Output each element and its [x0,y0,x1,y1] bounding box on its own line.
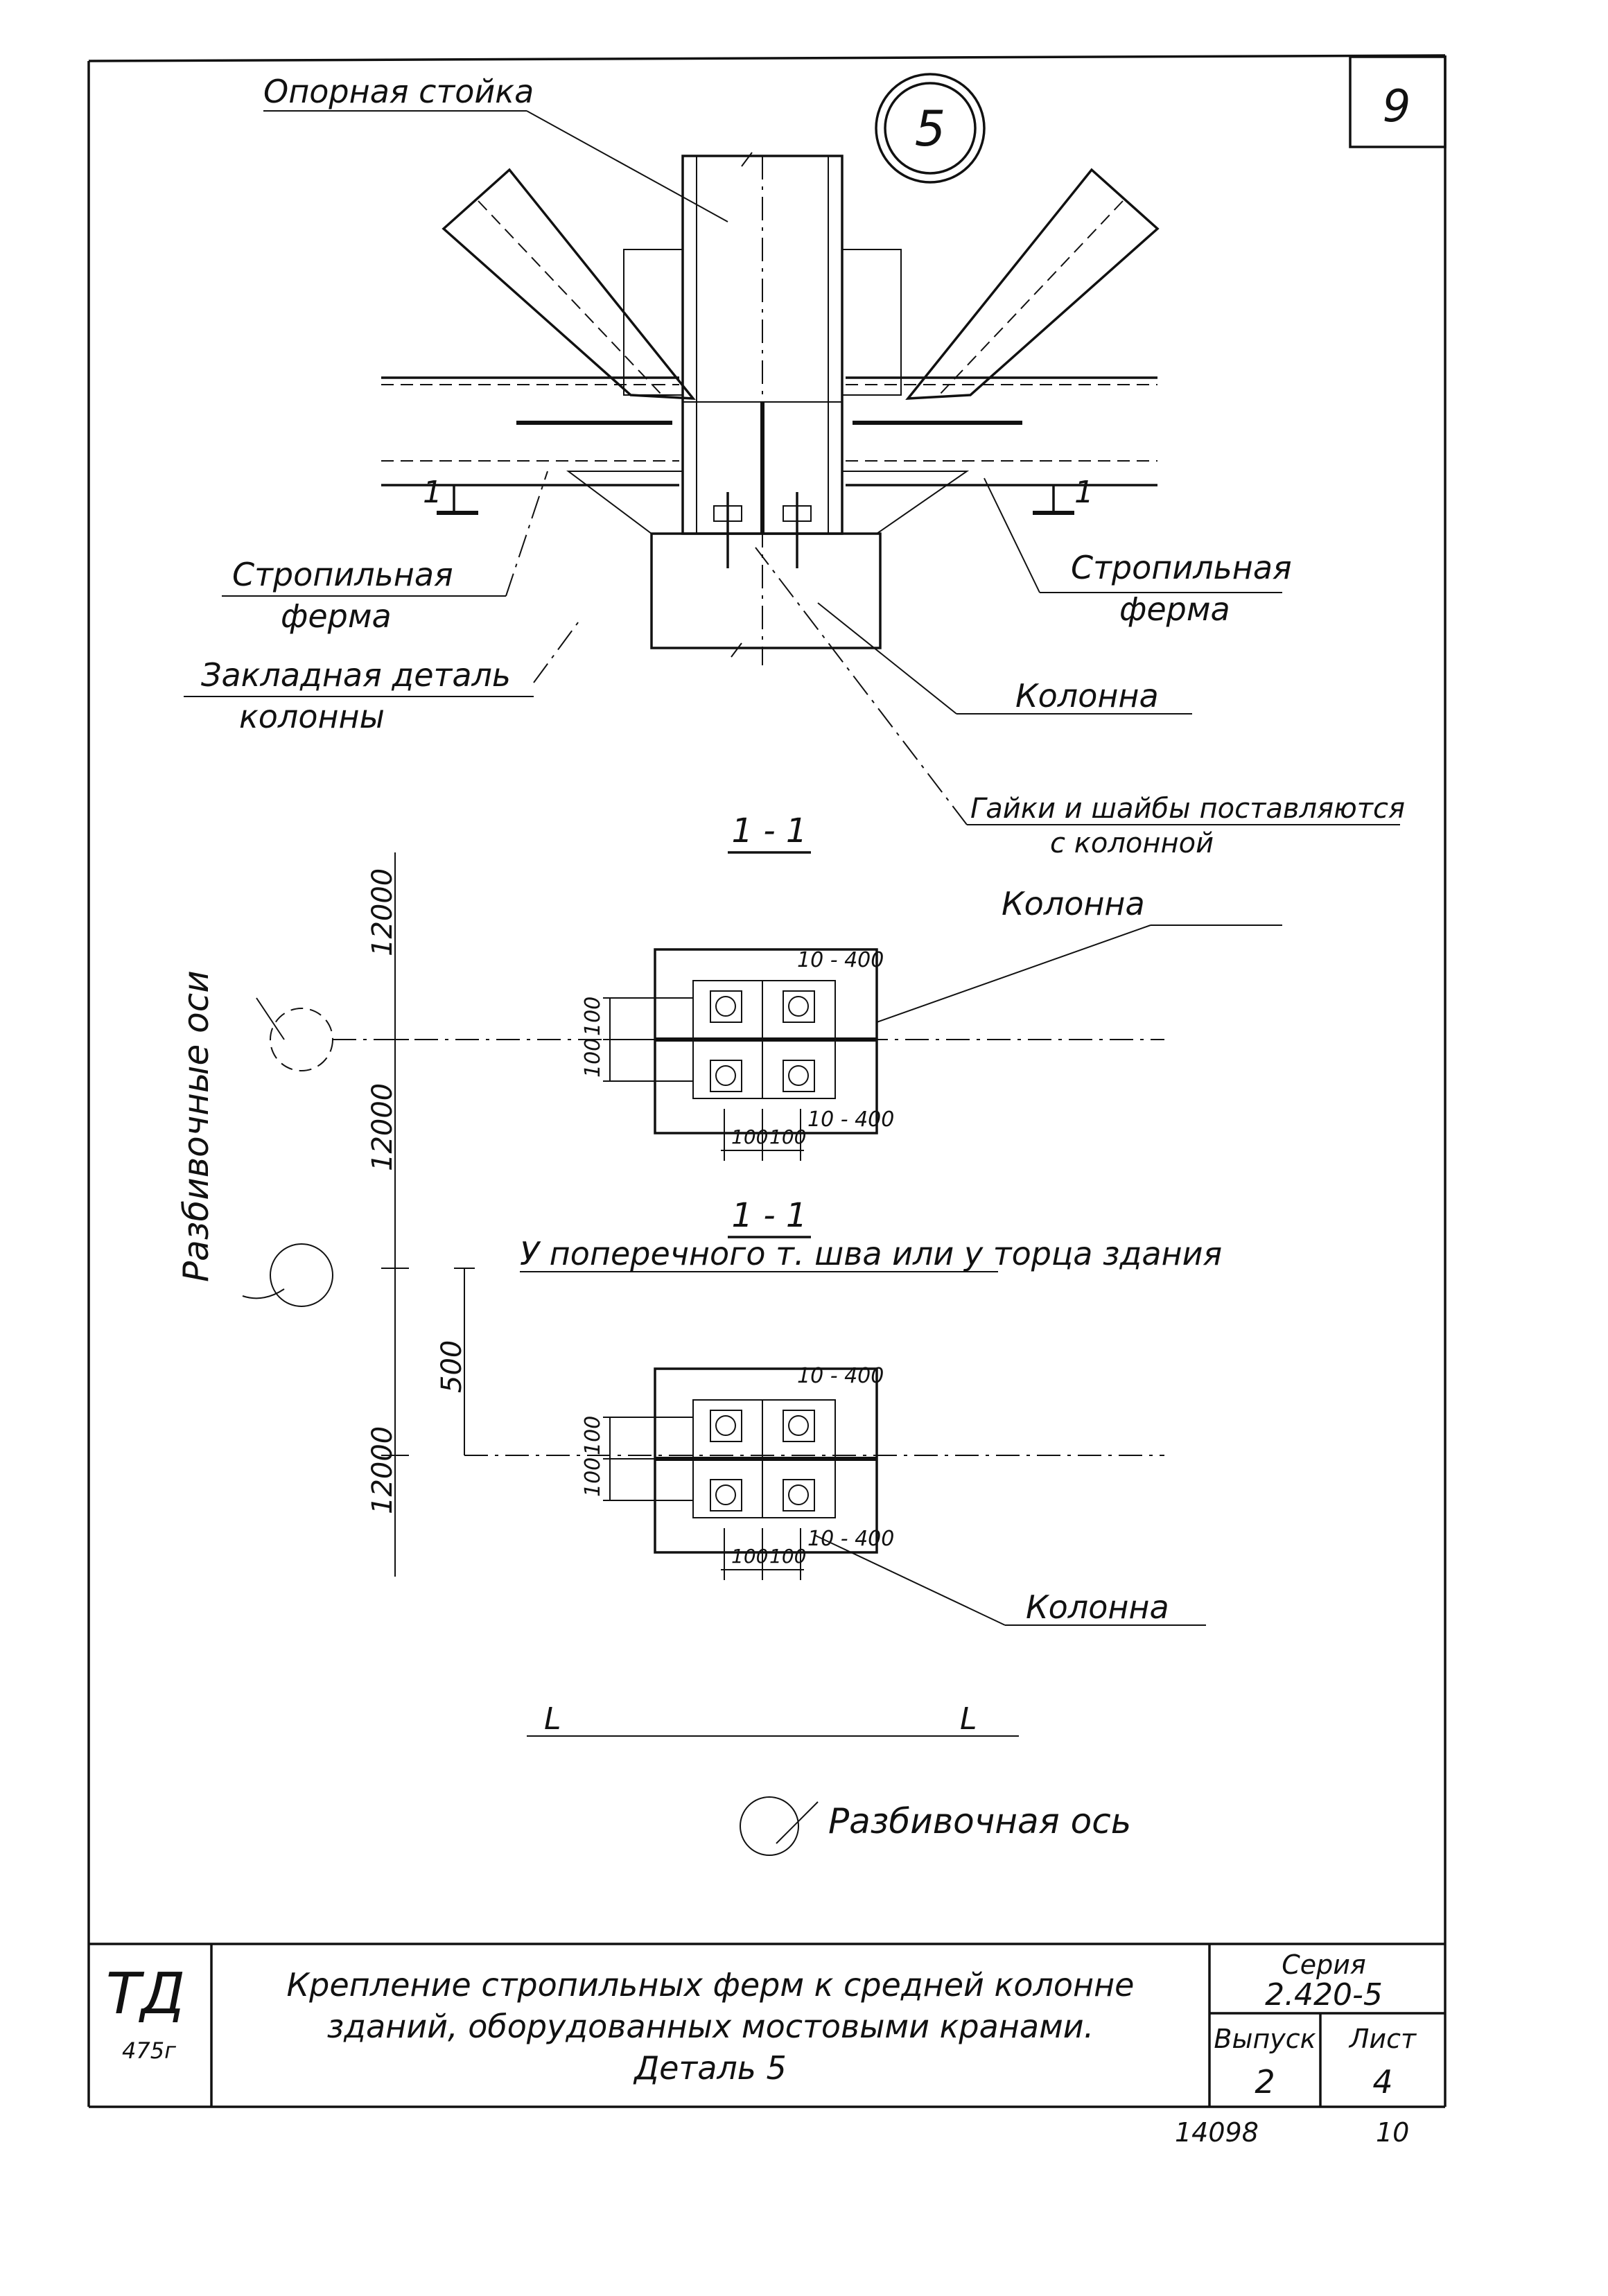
bottom-number: 14098 [1175,2117,1259,2148]
dim-100-s1: 100 [581,997,605,1036]
weld-s1-top: 10 - 400 [797,948,884,972]
dim-100-s2: 100 [581,1416,605,1455]
issue-value: 2 [1255,2063,1275,2101]
weld-s1-bottom: 10 - 400 [807,1107,894,1132]
label-nuts-2: с колонной [1050,827,1214,859]
dim-100-s1c: 100 [731,1125,768,1148]
label-column-s2: Колонна [1026,1588,1169,1626]
detail-marker [875,73,986,184]
dim-100-s1b: 100 [581,1038,605,1078]
top-view-drawing [184,110,1400,825]
l-mark-left: L [544,1701,561,1737]
title-line-3: Деталь 5 [633,2049,787,2087]
label-embedded-1: Закладная деталь [201,656,511,694]
section-mark-left: 1 [423,475,442,510]
sheet-frame [87,54,1447,2108]
title-line-1: Крепление стропильных ферм к средней кол… [287,1966,1135,2004]
axes-label: Разбивочные оси [176,970,216,1282]
series-label: Серия [1282,1949,1366,1980]
label-column-top: Колонна [1015,677,1159,715]
legend-axis-label: Разбивочная ось [828,1801,1131,1841]
dim-100-s2c: 100 [731,1545,768,1568]
dim-12000-c: 12000 [367,1426,399,1514]
section-2-plan [603,1367,1206,1626]
dim-12000-a: 12000 [367,868,399,956]
sheet-number: 9 [1383,81,1411,132]
axis-legend-symbol [740,1796,819,1856]
label-nuts-1: Гайки и шайбы поставляются [970,793,1405,825]
sheet-value: 4 [1372,2063,1392,2101]
section-mark-right: 1 [1074,475,1094,510]
logo-year: 475г [122,2038,176,2064]
label-truss-right-2: ферма [1119,590,1230,628]
section-2-title: 1 - 1 [732,1196,807,1235]
detail-number: 5 [915,100,946,157]
label-truss-left-1: Стропильная [232,556,453,593]
dim-500: 500 [436,1340,468,1393]
section-1-title: 1 - 1 [732,812,807,850]
dim-12000-b: 12000 [367,1083,399,1171]
dim-100-s2b: 100 [581,1457,605,1497]
l-mark-right: L [960,1701,977,1737]
bottom-page: 10 [1376,2117,1409,2148]
issue-label: Выпуск [1214,2024,1316,2054]
weld-s2-top: 10 - 400 [797,1364,884,1388]
section-1-plan [603,924,1282,1161]
label-embedded-2: колонны [239,698,385,735]
section-2-subtitle: У поперечного т. шва или у торца здания [520,1235,1222,1272]
label-truss-left-2: ферма [281,597,392,635]
series-value: 2.420-5 [1265,1977,1383,2013]
label-truss-right-1: Стропильная [1071,549,1292,586]
title-line-2: зданий, оборудованных мостовыми кранами. [327,2008,1094,2045]
dim-100-s2d: 100 [769,1545,806,1568]
sheet-label: Лист [1348,2024,1417,2054]
label-column-s1: Колонна [1002,885,1145,922]
dim-100-s1d: 100 [769,1125,806,1148]
label-support-post: Опорная стойка [263,73,534,110]
weld-s2-bottom: 10 - 400 [807,1527,894,1551]
logo-td: ТД [106,1961,185,2027]
